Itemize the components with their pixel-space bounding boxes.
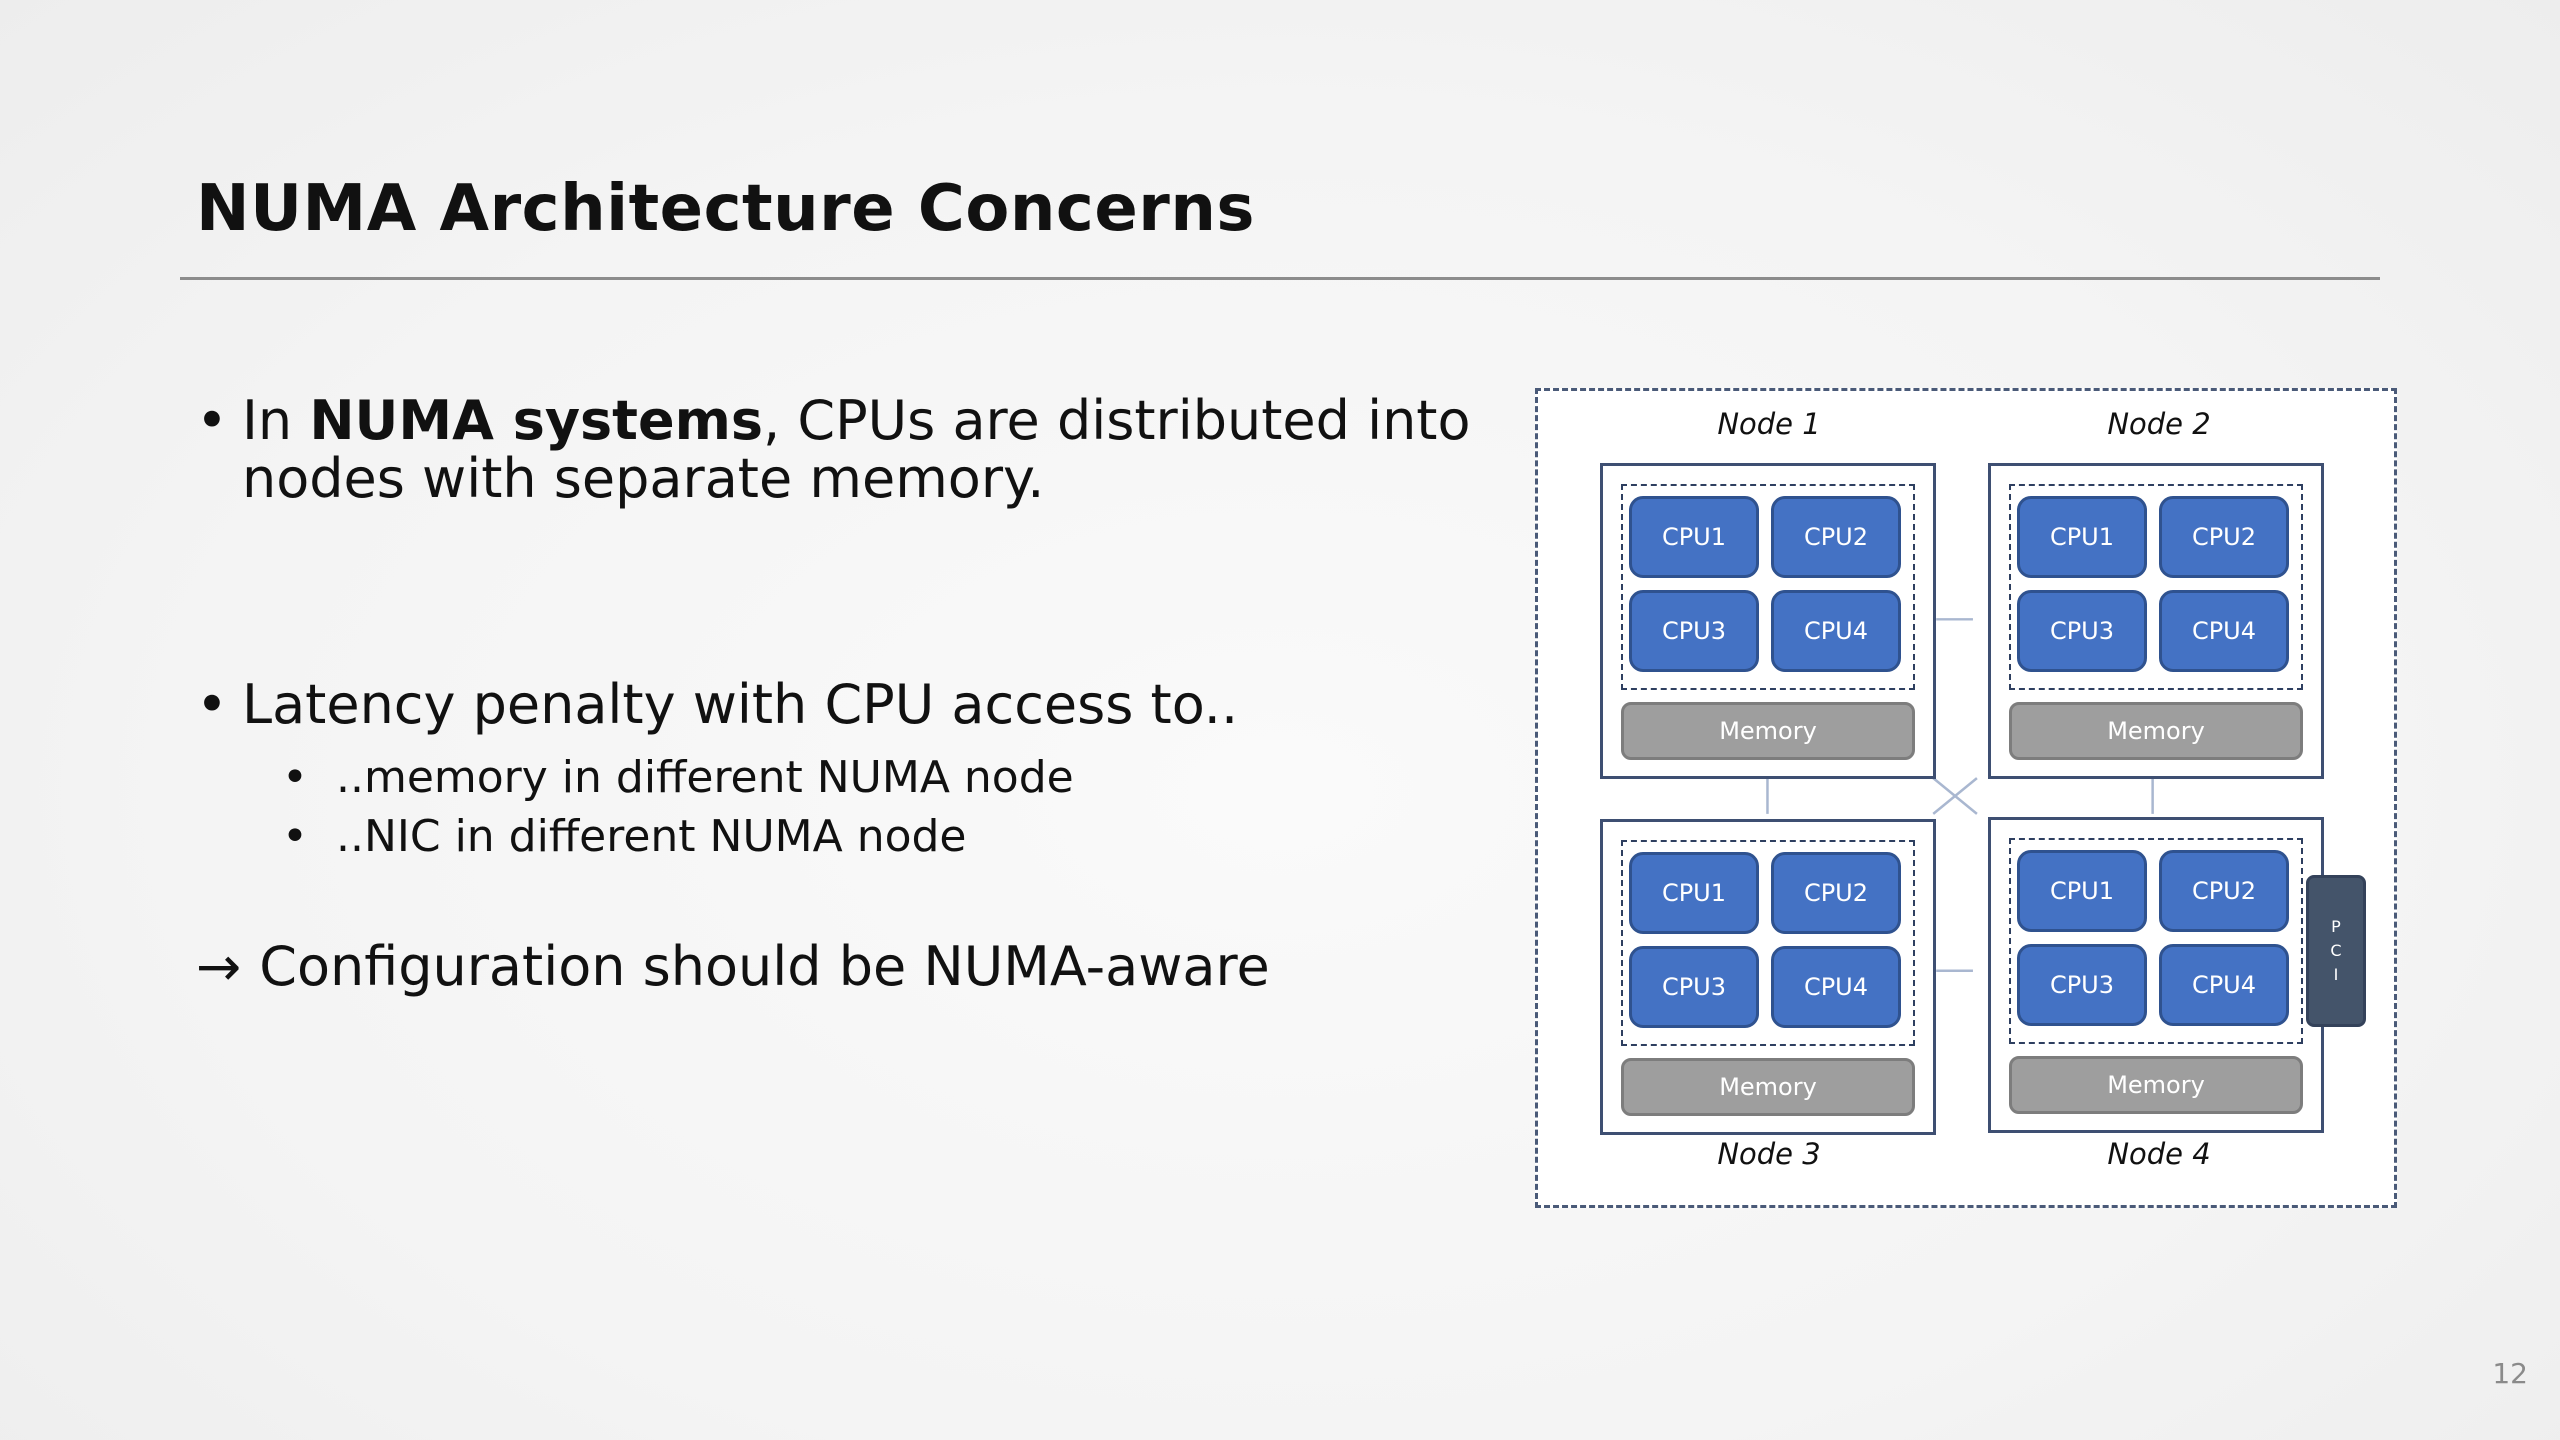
slide-title: NUMA Architecture Concerns <box>196 172 1255 246</box>
bullet-text: In NUMA systems, CPUs are distributed in… <box>242 389 1471 510</box>
sub-bullet-text: ..memory in different NUMA node <box>336 752 1074 803</box>
bullet-dot: • <box>196 389 228 452</box>
cpu-box: CPU1 <box>1629 496 1759 578</box>
cpu-box: CPU4 <box>2159 944 2289 1026</box>
sub-bullet-dot: • <box>282 752 308 803</box>
sub-bullet-list: • ..memory in different NUMA node • ..NI… <box>282 748 1496 866</box>
cpu-box: CPU2 <box>1771 496 1901 578</box>
link-node2-node3 <box>1932 777 1978 815</box>
page-number: 12 <box>2492 1357 2528 1390</box>
cpu-box: CPU2 <box>2159 496 2289 578</box>
cpu-box: CPU3 <box>1629 946 1759 1028</box>
node-label-2: Node 2 <box>2107 407 2211 441</box>
cpu-group: CPU1 CPU2 CPU3 CPU4 <box>2009 484 2303 690</box>
cpu-box: CPU3 <box>2017 944 2147 1026</box>
conclusion-line: → Configuration should be NUMA-aware <box>196 938 1270 996</box>
pci-letter: I <box>2333 965 2339 984</box>
bullet-bold-term: NUMA systems <box>309 389 764 452</box>
pci-device: P C I <box>2306 875 2366 1027</box>
cpu-box: CPU1 <box>2017 496 2147 578</box>
title-divider <box>180 277 2380 280</box>
memory-box: Memory <box>2009 1056 2303 1114</box>
node-label-4: Node 4 <box>2107 1137 2211 1171</box>
pci-letter: P <box>2331 917 2341 936</box>
arrow-right-icon: → <box>196 935 242 998</box>
cpu-box: CPU3 <box>1629 590 1759 672</box>
cpu-box: CPU1 <box>2017 850 2147 932</box>
sub-bullet-memory: • ..memory in different NUMA node <box>282 748 1496 807</box>
cpu-box: CPU2 <box>1771 852 1901 934</box>
numa-diagram: Node 1 Node 2 Node 3 Node 4 CPU1 CPU2 CP… <box>1535 388 2397 1208</box>
bullet-latency-penalty: • Latency penalty with CPU access to.. •… <box>196 676 1496 866</box>
numa-node-3: CPU1 CPU2 CPU3 CPU4 Memory <box>1600 819 1936 1135</box>
cpu-group: CPU1 CPU2 CPU3 CPU4 <box>1621 840 1915 1046</box>
cpu-group: CPU1 CPU2 CPU3 CPU4 <box>2009 838 2303 1044</box>
numa-node-2: CPU1 CPU2 CPU3 CPU4 Memory <box>1988 463 2324 779</box>
memory-box: Memory <box>2009 702 2303 760</box>
cpu-group: CPU1 CPU2 CPU3 CPU4 <box>1621 484 1915 690</box>
bullet-dot: • <box>196 673 228 736</box>
cpu-box: CPU4 <box>1771 590 1901 672</box>
bullet-text: Latency penalty with CPU access to.. <box>242 673 1239 736</box>
bullet-numa-systems: • In NUMA systems, CPUs are distributed … <box>196 392 1496 508</box>
numa-node-1: CPU1 CPU2 CPU3 CPU4 Memory <box>1600 463 1936 779</box>
node-label-3: Node 3 <box>1717 1137 1821 1171</box>
pci-letter: C <box>2330 941 2342 960</box>
cpu-box: CPU1 <box>1629 852 1759 934</box>
sub-bullet-text: ..NIC in different NUMA node <box>336 811 967 862</box>
sub-bullet-dot: • <box>282 811 308 862</box>
cpu-box: CPU4 <box>1771 946 1901 1028</box>
numa-node-4: CPU1 CPU2 CPU3 CPU4 Memory <box>1988 817 2324 1133</box>
memory-box: Memory <box>1621 702 1915 760</box>
cpu-box: CPU2 <box>2159 850 2289 932</box>
memory-box: Memory <box>1621 1058 1915 1116</box>
link-node1-node4 <box>1932 777 1978 815</box>
cpu-box: CPU4 <box>2159 590 2289 672</box>
sub-bullet-nic: • ..NIC in different NUMA node <box>282 807 1496 866</box>
node-label-1: Node 1 <box>1717 407 1821 441</box>
cpu-box: CPU3 <box>2017 590 2147 672</box>
conclusion-text: Configuration should be NUMA-aware <box>259 935 1270 998</box>
